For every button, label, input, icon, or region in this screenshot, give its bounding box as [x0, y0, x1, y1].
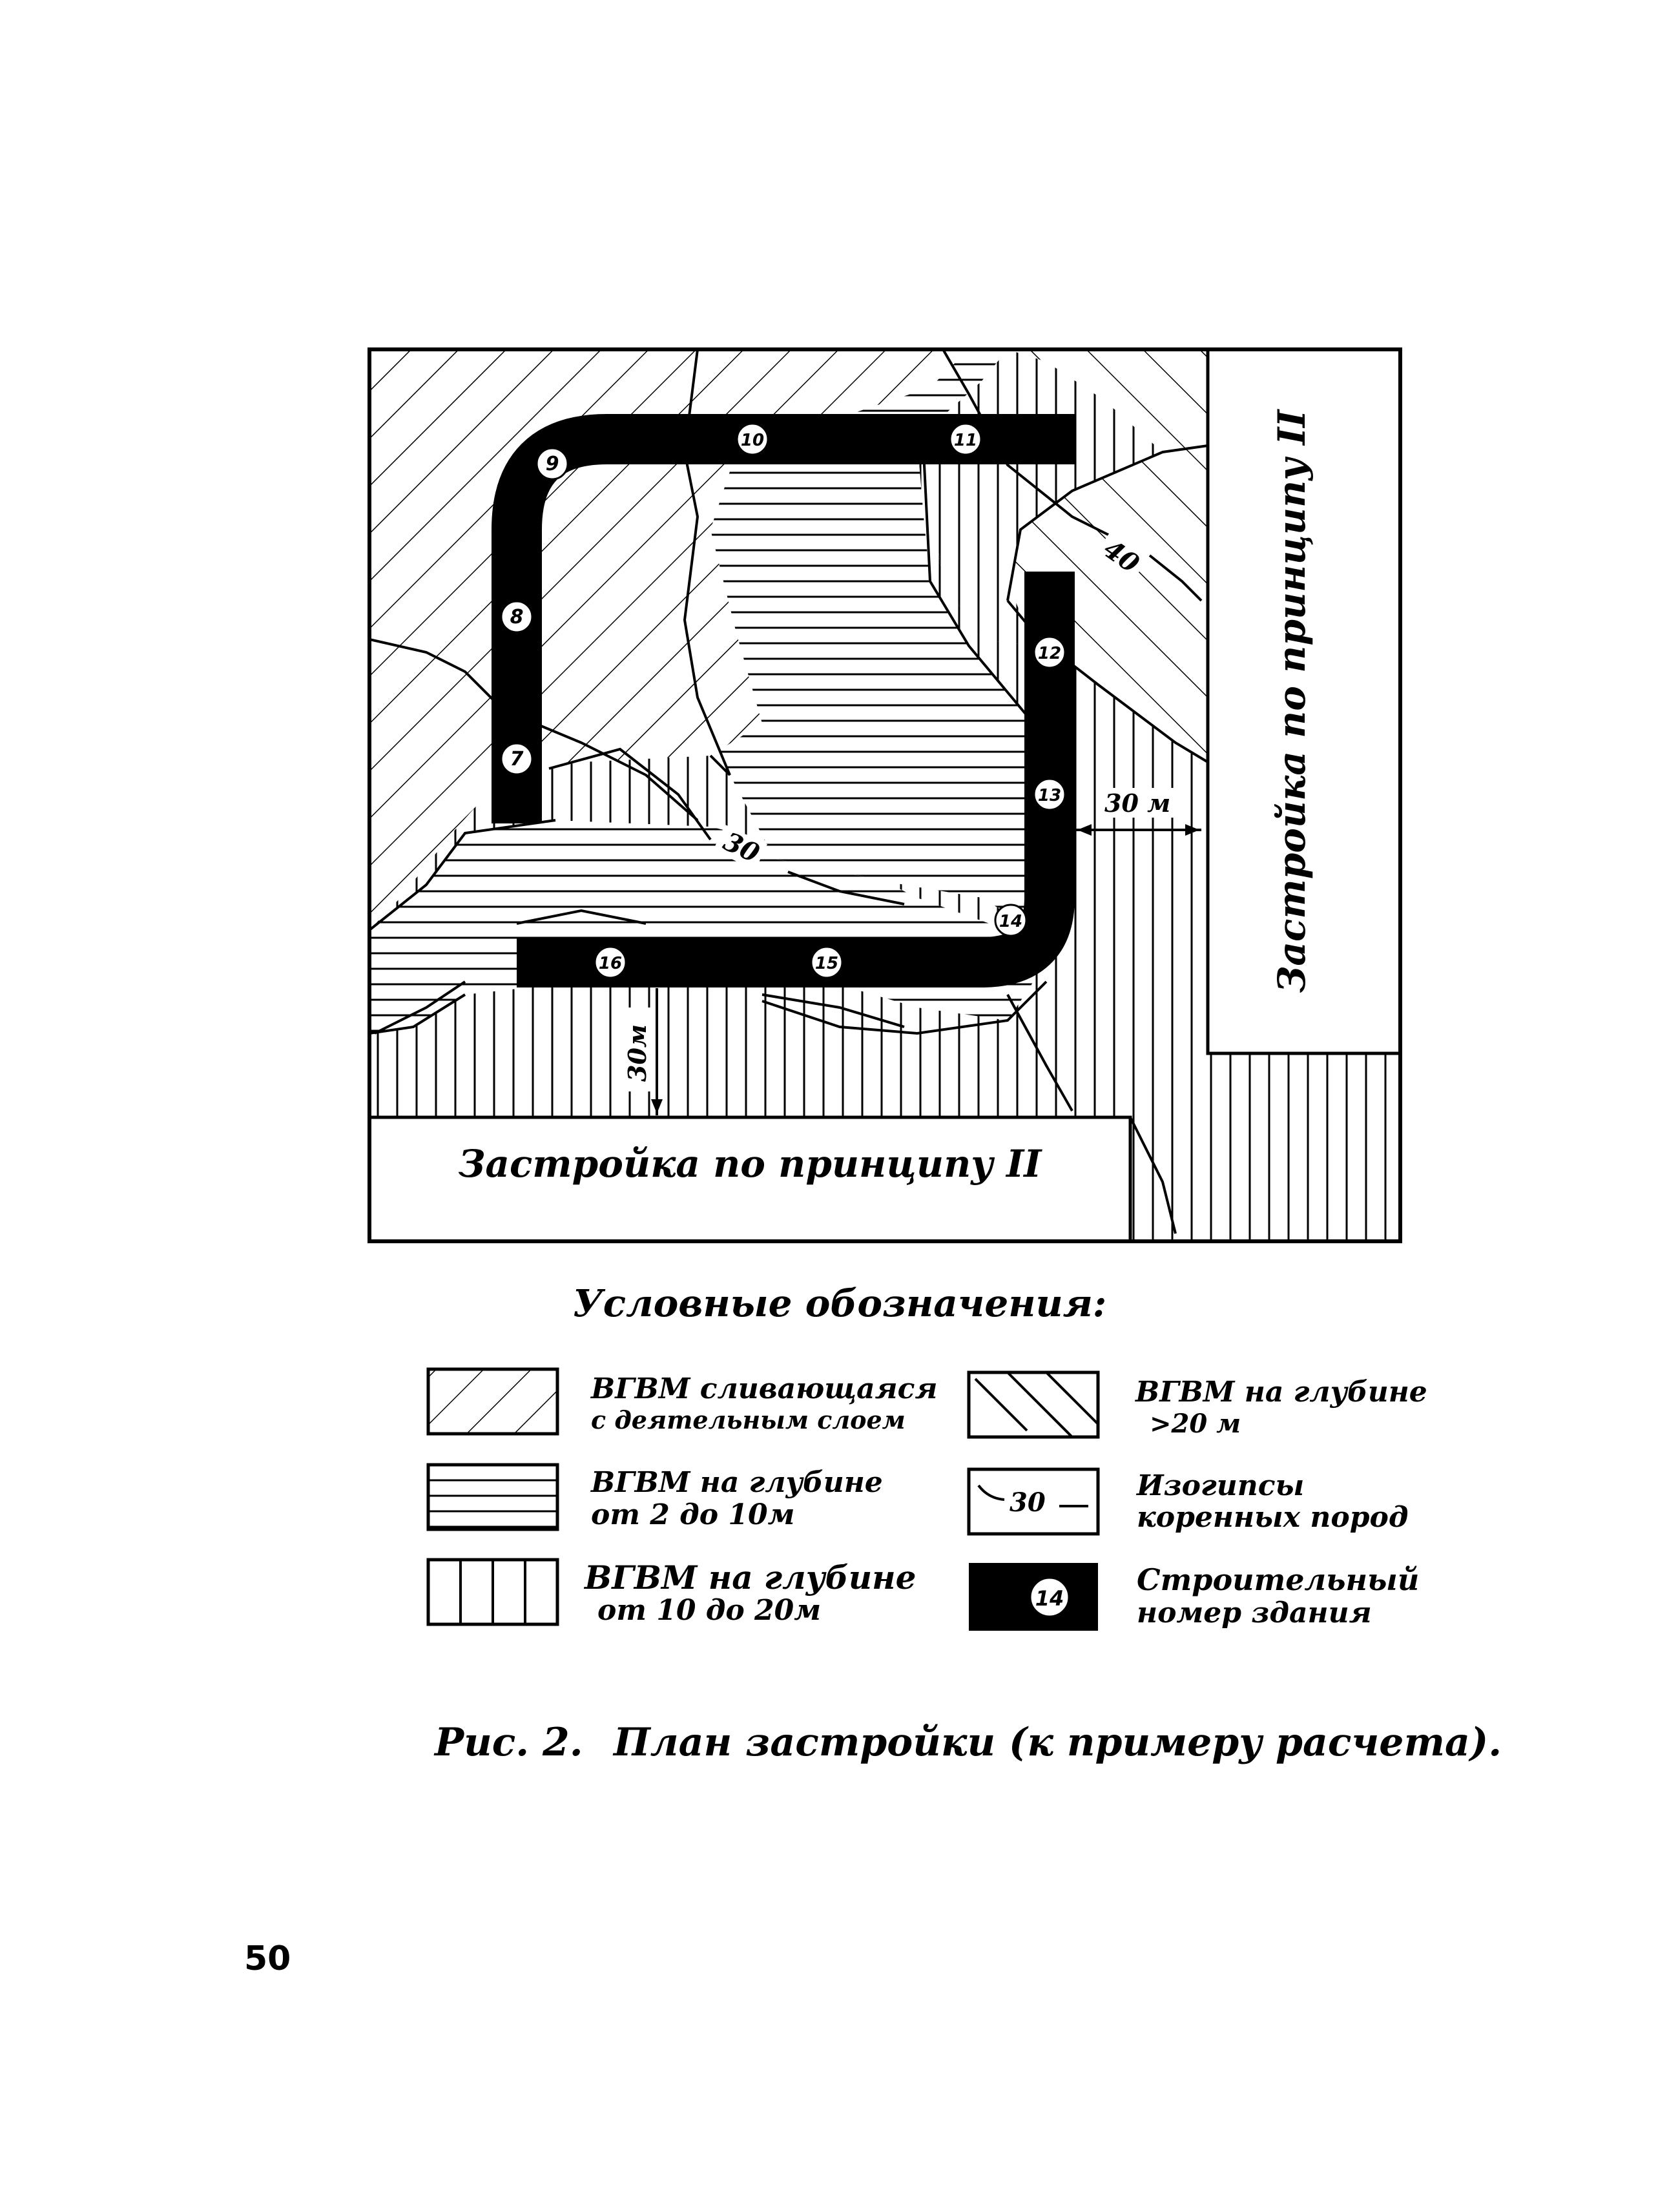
legend-item4-line2: >20 м [1150, 1409, 1241, 1439]
figure-label: Рис. 2. [433, 1720, 583, 1765]
legend-building-sample: 14 [1035, 1586, 1064, 1611]
zone-right-label: Застройка по принципу II [1270, 409, 1314, 993]
legend-swatch-2-10 [426, 1463, 559, 1531]
plan-frame [368, 347, 1402, 1243]
building-marker-circle [1033, 778, 1066, 811]
legend-contour-sample: 30 [1010, 1487, 1046, 1518]
legend-swatch-over-20 [967, 1370, 1100, 1439]
building-marker-16: 16 [594, 946, 627, 979]
building-marker-circle [949, 422, 982, 456]
building-marker-circle [535, 447, 569, 481]
legend-item3-line1: ВГВМ на глубине [583, 1558, 916, 1597]
building-marker-circle [810, 946, 844, 979]
legend-item2-line1: ВГВМ на глубине [590, 1466, 883, 1499]
zone-depth-2-10 [685, 349, 1046, 930]
legend-item2-line2: от 2 до 10м [591, 1498, 794, 1531]
building-markers: 7 8 9 10 11 12 13 14 15 16 [500, 422, 1066, 979]
zone-right-block [1206, 349, 1400, 1055]
page-number: 50 [244, 1939, 291, 1978]
zone-bottom-label: Застройка по принципу II [459, 1142, 1043, 1186]
legend: Условные обозначения: ВГВМ сливающаяся с… [426, 1281, 1427, 1631]
building-number: 11 [954, 431, 977, 450]
building-marker-10: 10 [736, 422, 769, 456]
building-marker-circle [736, 422, 769, 456]
building-number: 15 [815, 954, 838, 973]
building-marker-15: 15 [810, 946, 844, 979]
building-marker-circle [1033, 636, 1066, 669]
figure-caption: План застройки (к примеру расчета). [612, 1720, 1502, 1765]
legend-item5-line2: коренных пород [1137, 1501, 1408, 1534]
building-marker-11: 11 [949, 422, 982, 456]
building-marker-12: 12 [1033, 636, 1066, 669]
building-number: 8 [510, 606, 524, 628]
legend-item1-line2: с деятельным слоем [591, 1405, 906, 1434]
zone-bottom-block [369, 1115, 1132, 1241]
building-marker-14: 14 [994, 904, 1028, 937]
dimension-right: 30 м [1075, 788, 1201, 836]
legend-swatch-contour [967, 1467, 1100, 1536]
building-number: 12 [1038, 644, 1061, 663]
legend-item5-line1: Изогипсы [1135, 1469, 1304, 1502]
legend-swatch-merging [426, 1367, 559, 1436]
building-number: 13 [1038, 786, 1061, 805]
legend-item1-line1: ВГВМ сливающаяся [590, 1372, 938, 1405]
building-marker-circle [500, 600, 533, 634]
building-marker-7: 7 [500, 742, 533, 776]
legend-item6-line1: Строительный [1137, 1562, 1419, 1597]
building-marker-13: 13 [1033, 778, 1066, 811]
building-marker-9: 9 [535, 447, 569, 481]
building-marker-circle [594, 946, 627, 979]
building-marker-8: 8 [500, 600, 533, 634]
building-number: 10 [741, 431, 764, 450]
dimension-right-label: 30 м [1104, 789, 1170, 818]
building-marker-circle [994, 904, 1028, 937]
building-marker-circle [500, 742, 533, 776]
building-number: 14 [999, 912, 1022, 931]
dimension-bottom-label: 30м [623, 1024, 652, 1082]
legend-item3-line2: от 10 до 20м [597, 1594, 821, 1627]
building-number: 9 [546, 453, 559, 475]
building-number: 16 [599, 954, 622, 973]
legend-item4-line1: ВГВМ на глубине [1134, 1376, 1427, 1409]
legend-title: Условные обозначения: [573, 1281, 1107, 1325]
site-plan: 30 м 30м 30 40 Застройка по принципу II … [368, 347, 1402, 1243]
legend-item6-line2: номер здания [1137, 1597, 1372, 1629]
dimension-bottom: 30м [623, 988, 663, 1115]
building-number: 7 [510, 748, 524, 770]
